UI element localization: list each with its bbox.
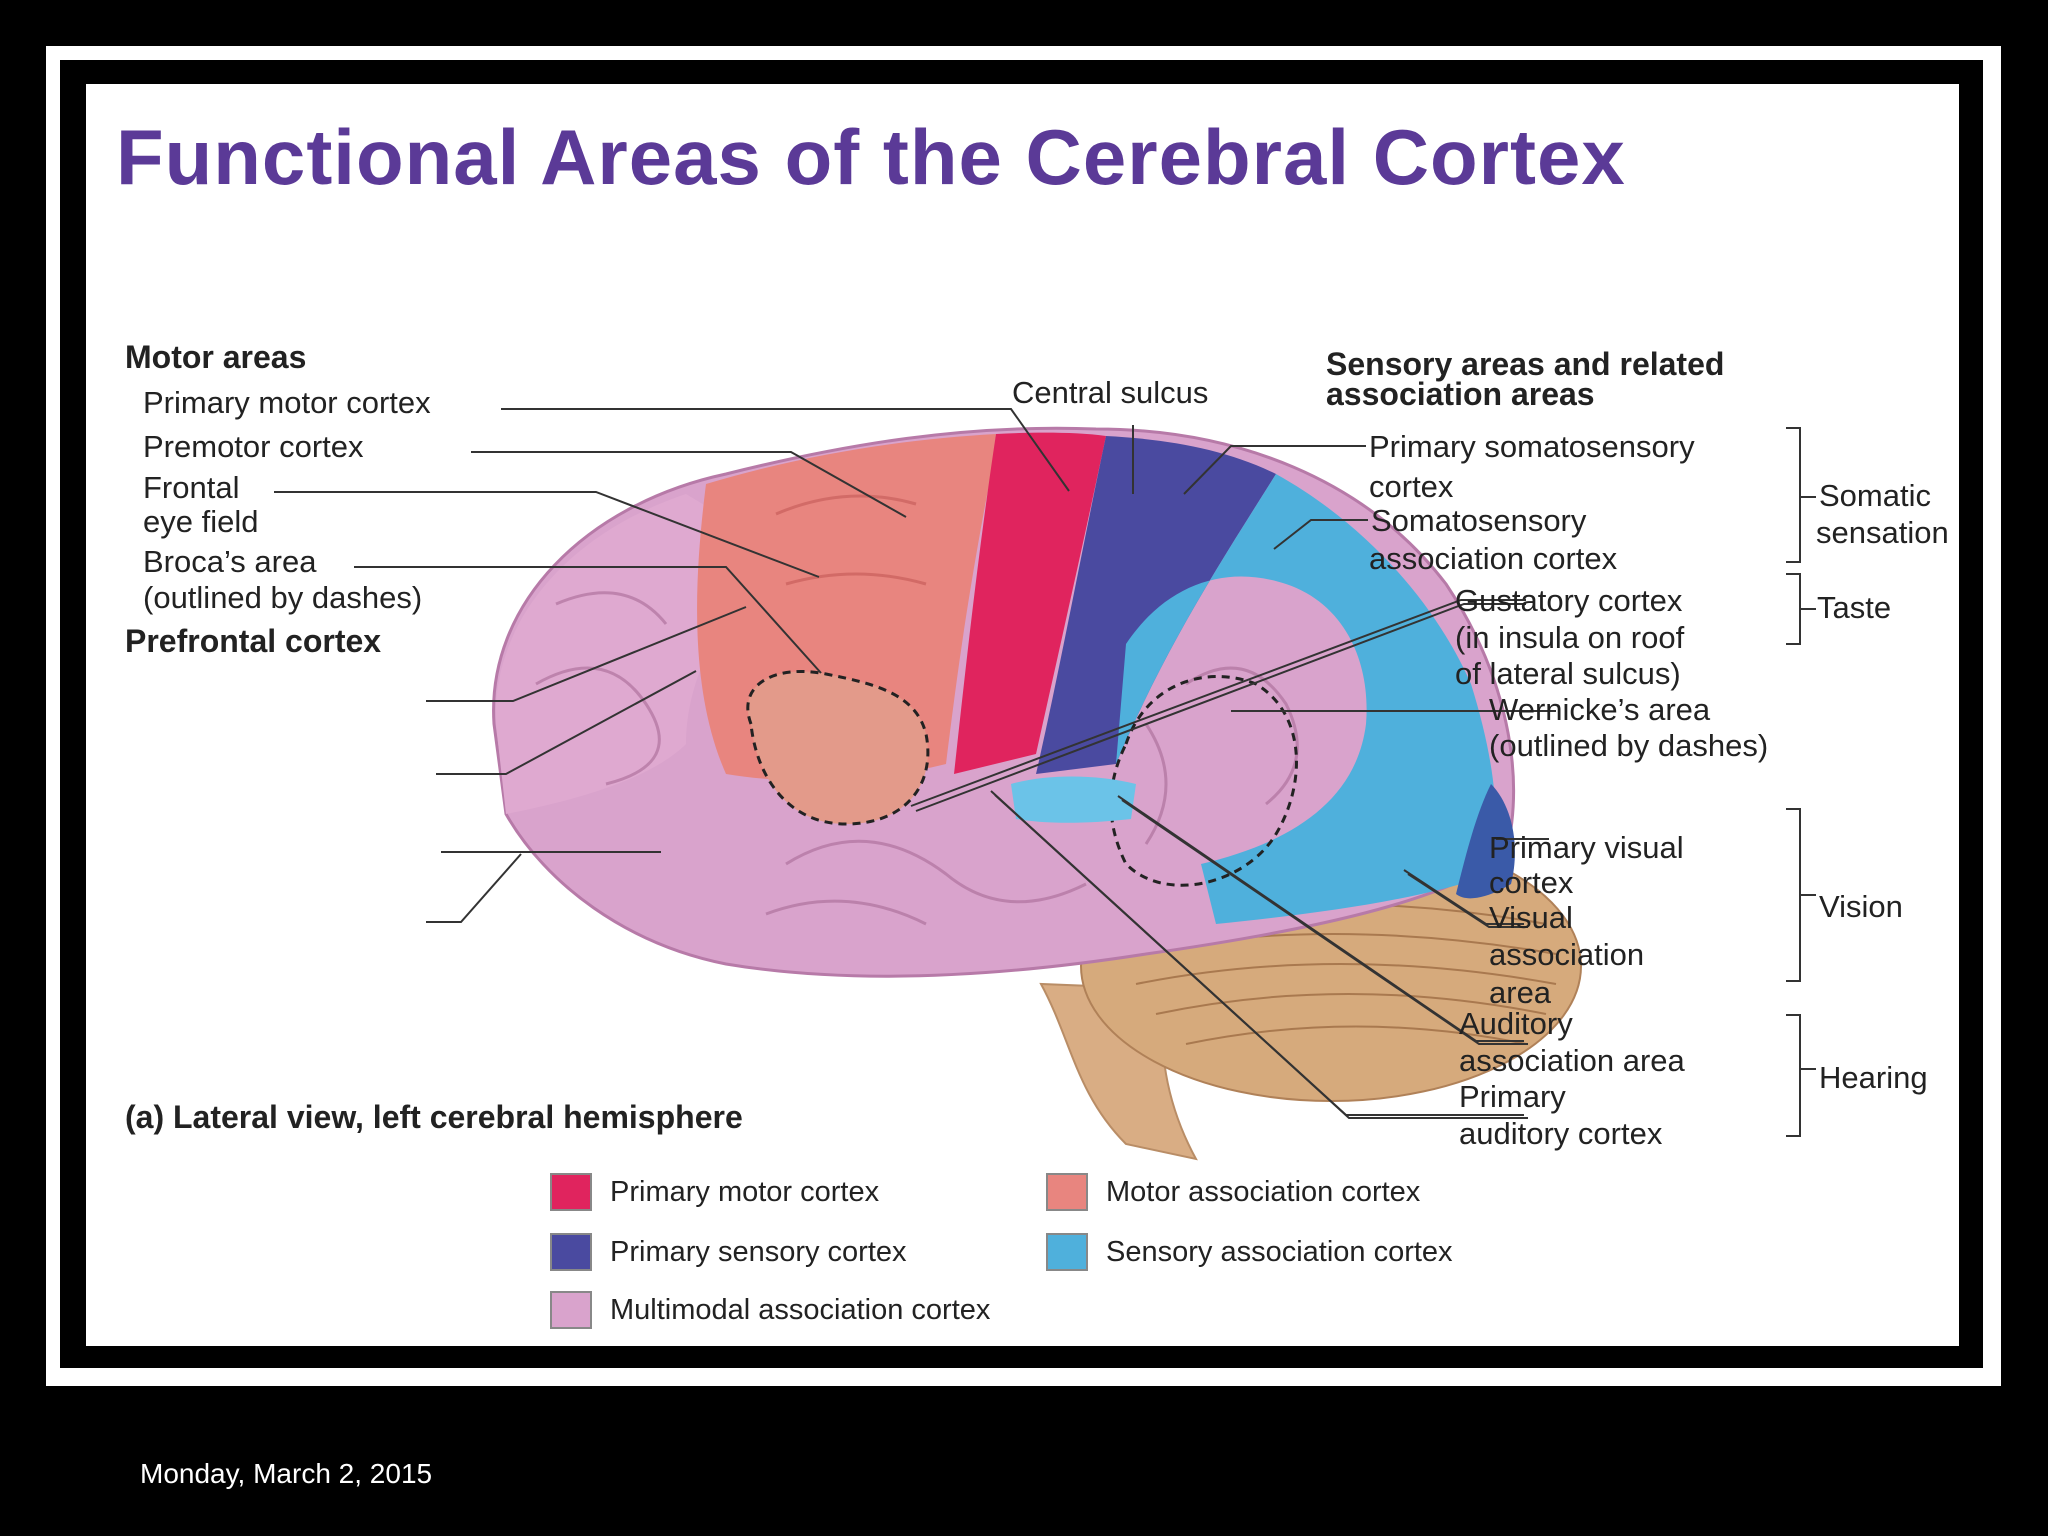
label-auditory-assoc-1: Auditory <box>1459 1006 1573 1041</box>
brackets <box>1786 427 1816 1137</box>
legend-label: Primary motor cortex <box>610 1175 880 1208</box>
legend-item-multimodal: Multimodal association cortex <box>550 1291 990 1329</box>
figure-caption: (a) Lateral view, left cerebral hemisphe… <box>125 1099 743 1135</box>
label-primary-auditory-2: auditory cortex <box>1459 1116 1663 1151</box>
sensory-heading-1: Sensory areas and related <box>1326 346 1725 382</box>
label-hearing: Hearing <box>1819 1060 1928 1095</box>
label-frontal-eye-field-1: Frontal <box>143 470 240 505</box>
primary-motor-region <box>954 432 1106 774</box>
label-somatosensory-assoc-2: association cortex <box>1369 541 1618 576</box>
label-somatic-sensation-2: sensation <box>1816 515 1949 550</box>
legend-item-primary-motor: Primary motor cortex <box>550 1173 879 1211</box>
slide-panel: Functional Areas of the Cerebral Cortex <box>86 84 1959 1346</box>
label-primary-motor-cortex: Primary motor cortex <box>143 385 431 420</box>
sensory-heading-2: association areas <box>1326 376 1595 412</box>
legend-swatch-primary-motor <box>550 1173 592 1211</box>
primary-visual-region <box>1456 784 1515 899</box>
label-vision: Vision <box>1819 889 1903 924</box>
legend-swatch-sensory-association <box>1046 1233 1088 1271</box>
slide-frame-outer: Functional Areas of the Cerebral Cortex <box>46 46 2001 1386</box>
label-primary-visual-1: Primary visual <box>1489 830 1684 865</box>
label-visual-assoc-3: area <box>1489 975 1552 1010</box>
legend-swatch-primary-sensory <box>550 1233 592 1271</box>
label-primary-auditory-1: Primary <box>1459 1079 1566 1114</box>
motor-gyri-texture <box>775 494 927 586</box>
label-primary-visual-2: cortex <box>1489 865 1574 900</box>
legend-label: Motor association cortex <box>1106 1175 1421 1208</box>
motor-areas-heading: Motor areas <box>125 339 307 375</box>
legend-label: Sensory association cortex <box>1106 1235 1453 1268</box>
prefrontal-cortex-heading: Prefrontal cortex <box>125 623 382 659</box>
label-wernickes-area-2: (outlined by dashes) <box>1489 728 1769 763</box>
label-primary-somatosensory-1: Primary somatosensory <box>1369 429 1695 464</box>
slide-title: Functional Areas of the Cerebral Cortex <box>116 113 1626 201</box>
slide-frame-inner: Functional Areas of the Cerebral Cortex <box>60 60 1983 1368</box>
label-gustatory-2: (in insula on roof <box>1455 620 1685 655</box>
primary-sensory-region <box>1036 436 1276 774</box>
label-wernickes-area-1: Wernicke’s area <box>1489 692 1711 727</box>
legend-swatch-multimodal <box>550 1291 592 1329</box>
label-brocas-area-1: Broca’s area <box>143 544 317 579</box>
legend-label: Primary sensory cortex <box>610 1235 907 1268</box>
label-auditory-assoc-2: association area <box>1459 1043 1685 1078</box>
label-primary-somatosensory-2: cortex <box>1369 469 1454 504</box>
broca-outline <box>746 669 930 826</box>
label-taste: Taste <box>1817 590 1892 625</box>
wernicke-outline <box>1109 675 1298 887</box>
label-somatosensory-assoc-1: Somatosensory <box>1371 503 1587 538</box>
label-frontal-eye-field-2: eye field <box>143 504 259 539</box>
legend-swatch-motor-association <box>1046 1173 1088 1211</box>
legend-item-primary-sensory: Primary sensory cortex <box>550 1233 907 1271</box>
label-visual-assoc-1: Visual <box>1489 900 1573 935</box>
label-premotor-cortex: Premotor cortex <box>143 429 364 464</box>
legend-item-motor-association: Motor association cortex <box>1046 1173 1420 1211</box>
sensory-association-region <box>1116 474 1496 924</box>
legend-label: Multimodal association cortex <box>610 1293 991 1326</box>
leader-lines <box>274 408 1556 1119</box>
slide-date: Monday, March 2, 2015 <box>140 1458 433 1489</box>
label-gustatory-3: of lateral sulcus) <box>1455 656 1681 691</box>
label-gustatory-1: Gustatory cortex <box>1455 583 1683 618</box>
auditory-region <box>1011 776 1136 823</box>
label-brocas-area-2: (outlined by dashes) <box>143 580 423 615</box>
gyri-texture <box>535 591 1299 926</box>
label-somatic-sensation-1: Somatic <box>1819 478 1931 513</box>
label-central-sulcus: Central sulcus <box>1012 375 1209 410</box>
legend-item-sensory-association: Sensory association cortex <box>1046 1233 1453 1271</box>
label-visual-assoc-2: association <box>1489 937 1645 972</box>
brain-diagram <box>274 408 1816 1161</box>
